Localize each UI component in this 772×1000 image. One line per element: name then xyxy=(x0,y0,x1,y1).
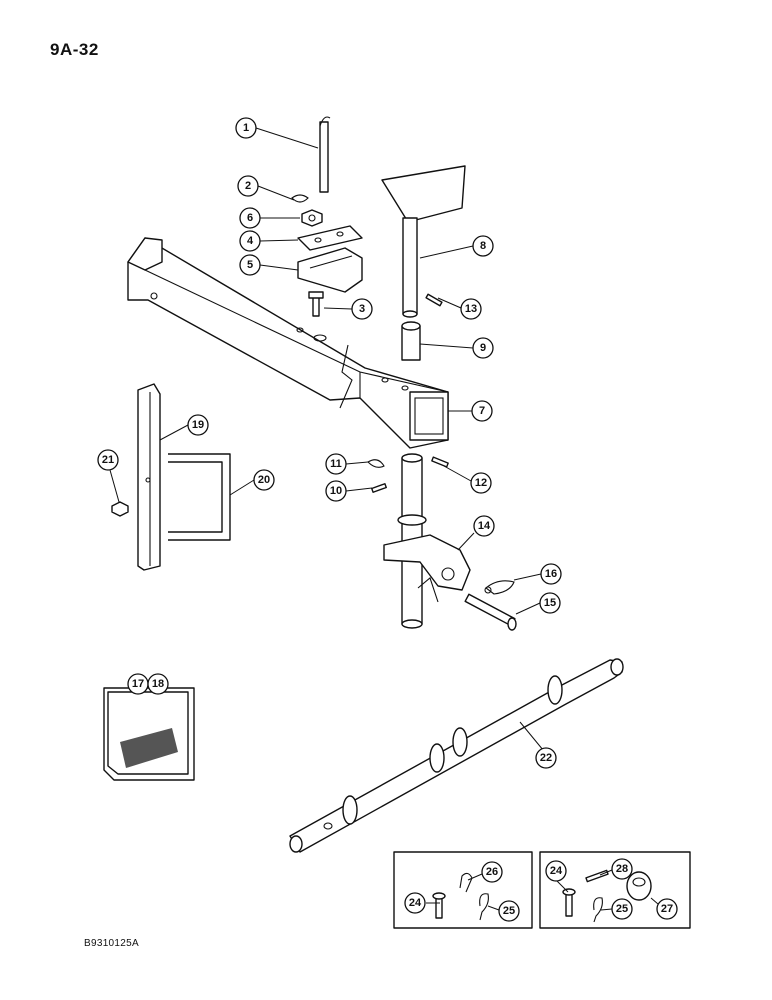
callout-24-left: 24 xyxy=(404,892,426,914)
callout-8: 8 xyxy=(472,235,494,257)
u-bolt xyxy=(168,453,231,541)
callout-19: 19 xyxy=(187,414,209,436)
callout-21: 21 xyxy=(97,449,119,471)
svg-text:28: 28 xyxy=(616,863,628,875)
svg-text:13: 13 xyxy=(465,303,477,315)
callout-27: 27 xyxy=(656,898,678,920)
callout-2: 2 xyxy=(237,175,259,197)
callout-20: 20 xyxy=(253,469,275,491)
callout-28: 28 xyxy=(611,858,633,880)
svg-text:27: 27 xyxy=(661,903,673,915)
callout-7: 7 xyxy=(471,400,493,422)
page-number: 9A-32 xyxy=(50,40,99,59)
svg-text:24: 24 xyxy=(550,865,563,877)
callout-25-right: 25 xyxy=(611,898,633,920)
callout-24-right: 24 xyxy=(545,860,567,882)
svg-text:1: 1 xyxy=(243,122,249,134)
callout-1: 1 xyxy=(235,117,257,139)
svg-text:16: 16 xyxy=(545,568,557,580)
svg-text:25: 25 xyxy=(503,905,515,917)
callout-13: 13 xyxy=(460,298,482,320)
svg-text:5: 5 xyxy=(247,259,253,271)
hex-nut xyxy=(301,209,323,227)
callout-16: 16 xyxy=(540,563,562,585)
svg-text:9: 9 xyxy=(480,342,486,354)
wear-plate xyxy=(297,225,363,251)
svg-text:2: 2 xyxy=(245,180,251,192)
bolt xyxy=(308,291,324,317)
svg-text:25: 25 xyxy=(616,903,628,915)
svg-text:8: 8 xyxy=(480,240,486,252)
clip xyxy=(291,194,309,203)
jack-post xyxy=(383,453,471,629)
clevis-pin xyxy=(371,483,387,493)
callout-6: 6 xyxy=(239,207,261,229)
lock-nut xyxy=(111,501,129,517)
svg-text:22: 22 xyxy=(540,752,552,764)
roll-pin xyxy=(425,293,443,307)
svg-text:12: 12 xyxy=(475,477,487,489)
svg-text:7: 7 xyxy=(479,405,485,417)
jack-bracket xyxy=(297,247,363,293)
callout-9: 9 xyxy=(472,337,494,359)
sleeve xyxy=(401,321,421,361)
hitch-pin xyxy=(464,593,517,631)
callout-15: 15 xyxy=(539,592,561,614)
decal-panel xyxy=(103,687,195,781)
svg-text:4: 4 xyxy=(247,235,254,247)
svg-text:20: 20 xyxy=(258,474,270,486)
svg-text:14: 14 xyxy=(478,520,491,532)
axle-shaft xyxy=(289,658,624,853)
svg-text:6: 6 xyxy=(247,212,253,224)
svg-text:21: 21 xyxy=(102,454,114,466)
side-bracket xyxy=(137,383,161,571)
callout-3: 3 xyxy=(351,298,373,320)
callout-14: 14 xyxy=(473,515,495,537)
callout-22: 22 xyxy=(535,747,557,769)
figure-code: B9310125A xyxy=(84,938,139,949)
stand-footplate xyxy=(381,165,466,318)
leader-lines xyxy=(109,127,659,911)
tongue-beam xyxy=(127,237,449,449)
lynch-clip xyxy=(484,580,515,595)
callout-4: 4 xyxy=(239,230,261,252)
svg-text:17: 17 xyxy=(132,678,144,690)
callout-5: 5 xyxy=(239,254,261,276)
svg-text:10: 10 xyxy=(330,485,342,497)
svg-text:11: 11 xyxy=(330,458,342,470)
svg-text:3: 3 xyxy=(359,303,365,315)
callout-10: 10 xyxy=(325,480,347,502)
callout-11: 11 xyxy=(325,453,347,475)
svg-text:24: 24 xyxy=(409,897,422,909)
callout-17: 17 xyxy=(127,673,149,695)
svg-text:15: 15 xyxy=(544,597,556,609)
svg-text:19: 19 xyxy=(192,419,204,431)
pin xyxy=(319,116,331,193)
callout-18: 18 xyxy=(147,673,169,695)
callout-25-left: 25 xyxy=(498,900,520,922)
hair-pin xyxy=(367,459,385,468)
svg-text:26: 26 xyxy=(486,866,498,878)
callout-12: 12 xyxy=(470,472,492,494)
callout-26: 26 xyxy=(481,861,503,883)
svg-text:18: 18 xyxy=(152,678,164,690)
roll-pin-2 xyxy=(431,456,449,468)
